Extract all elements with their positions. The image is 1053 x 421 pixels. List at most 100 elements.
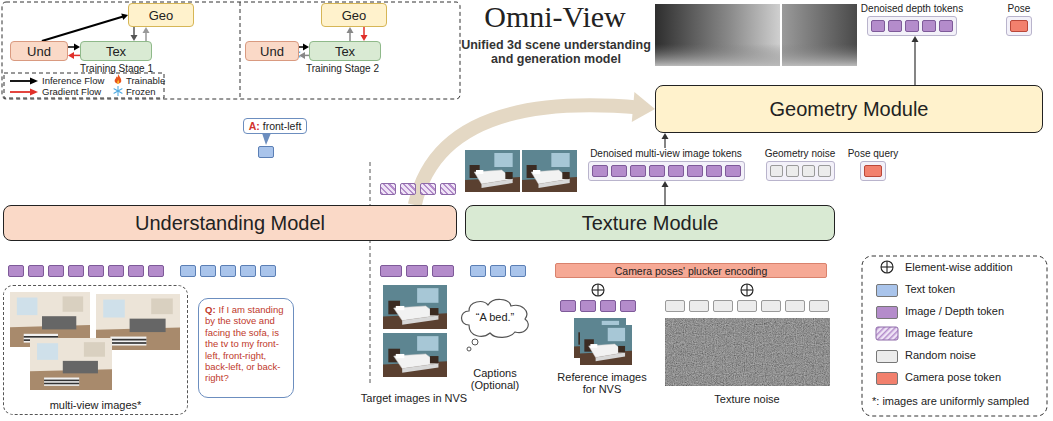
token <box>809 300 829 312</box>
token <box>180 265 196 277</box>
token-strip <box>258 146 274 158</box>
node-text: Q: <box>205 304 216 315</box>
token-strip <box>8 265 164 277</box>
node-text: If I am standing by the stove and facing… <box>205 304 284 383</box>
node-text: Tex <box>106 44 126 59</box>
token <box>560 300 576 312</box>
legend-text: Element-wise addition <box>905 261 1013 273</box>
node-text: Pose query <box>845 148 901 159</box>
token <box>420 183 436 195</box>
module-box: Geometry Module <box>655 85 1043 133</box>
connector <box>912 36 919 85</box>
token <box>649 165 665 177</box>
token <box>220 265 236 277</box>
legend-text: Inference Flow <box>42 75 104 86</box>
token-strip <box>588 161 745 181</box>
token <box>68 265 84 277</box>
legend-swatch <box>876 284 898 297</box>
token <box>128 265 144 277</box>
token-strip <box>560 300 636 312</box>
module-box: Tex <box>80 41 152 61</box>
node-text: A: <box>249 120 260 132</box>
token <box>8 265 24 277</box>
token <box>611 165 627 177</box>
token <box>665 300 685 312</box>
legend-text: Camera pose token <box>905 371 1001 383</box>
token <box>440 183 456 195</box>
token-strip <box>180 265 276 277</box>
node-text: Camera poses' plucker encoding <box>615 265 768 277</box>
image-group: multi-view images* <box>3 285 188 415</box>
token-group: Denoised depth tokens <box>860 3 964 36</box>
token <box>706 165 722 177</box>
node-text: Training Stage 2 <box>306 63 379 74</box>
token <box>28 265 44 277</box>
token <box>48 265 64 277</box>
legend-text: Image / Depth token <box>905 305 1004 317</box>
node-text: Geometry Module <box>770 98 929 121</box>
token-strip <box>867 16 957 36</box>
token <box>689 300 709 312</box>
token <box>939 20 953 32</box>
token <box>200 265 216 277</box>
node-text: Geo <box>149 8 174 23</box>
question-callout: Q:If I am standing by the stove and faci… <box>198 298 294 398</box>
token <box>905 20 919 32</box>
legend-text: Frozen <box>126 86 156 97</box>
token-strip <box>1006 16 1032 36</box>
connector <box>361 27 368 41</box>
module-box: Und <box>245 41 299 61</box>
connector <box>299 44 309 51</box>
token <box>510 265 526 277</box>
cloud-dot <box>472 339 478 345</box>
token <box>380 265 402 277</box>
arrow-head <box>143 27 150 33</box>
node-text: Geo <box>342 8 367 23</box>
token <box>888 20 902 32</box>
connector <box>42 13 128 41</box>
token <box>380 183 396 195</box>
node-text: Understanding Model <box>135 212 325 235</box>
cloud-dot <box>467 347 471 351</box>
token <box>864 165 882 177</box>
connector-line <box>664 185 665 205</box>
connector <box>68 52 80 59</box>
token <box>470 265 486 277</box>
arrow-head <box>662 133 669 139</box>
node-text: Pose <box>998 3 1040 14</box>
text-label: Target images in NVS <box>352 392 476 404</box>
token <box>592 165 608 177</box>
connector <box>68 44 80 51</box>
token <box>620 300 636 312</box>
legend-text: Image feature <box>905 327 973 339</box>
token-group: Pose <box>998 3 1040 36</box>
node-text: Tex <box>335 44 355 59</box>
arrow-head <box>347 27 354 33</box>
legend-text: Trainable <box>126 75 165 86</box>
stage-panel: Training Stage 2 Und Tex Geo <box>241 3 459 75</box>
legend-swatch <box>876 306 898 319</box>
encoding-bar: Camera poses' plucker encoding <box>555 263 827 278</box>
module-box: Und <box>10 41 68 61</box>
arrow-head <box>912 36 919 42</box>
token <box>260 265 276 277</box>
token-strip <box>380 265 454 277</box>
token <box>770 165 783 177</box>
token <box>802 165 815 177</box>
caption-bubble: “A bed.”Captions (Optional) <box>455 295 535 395</box>
arrow-head <box>662 181 669 187</box>
node-text: Und <box>260 44 284 59</box>
node-text: multi-view images* <box>4 399 187 411</box>
connector <box>299 52 309 59</box>
token <box>687 165 703 177</box>
arrow-head <box>632 92 655 122</box>
legend-text: Gradient Flow <box>42 86 101 97</box>
text-label: Unified 3d scene understanding and gener… <box>456 38 656 66</box>
connector <box>662 181 669 205</box>
token <box>432 265 454 277</box>
module-box: Geo <box>128 3 194 27</box>
token <box>400 183 416 195</box>
token <box>600 300 616 312</box>
node-text: Geometry noise <box>760 148 840 159</box>
